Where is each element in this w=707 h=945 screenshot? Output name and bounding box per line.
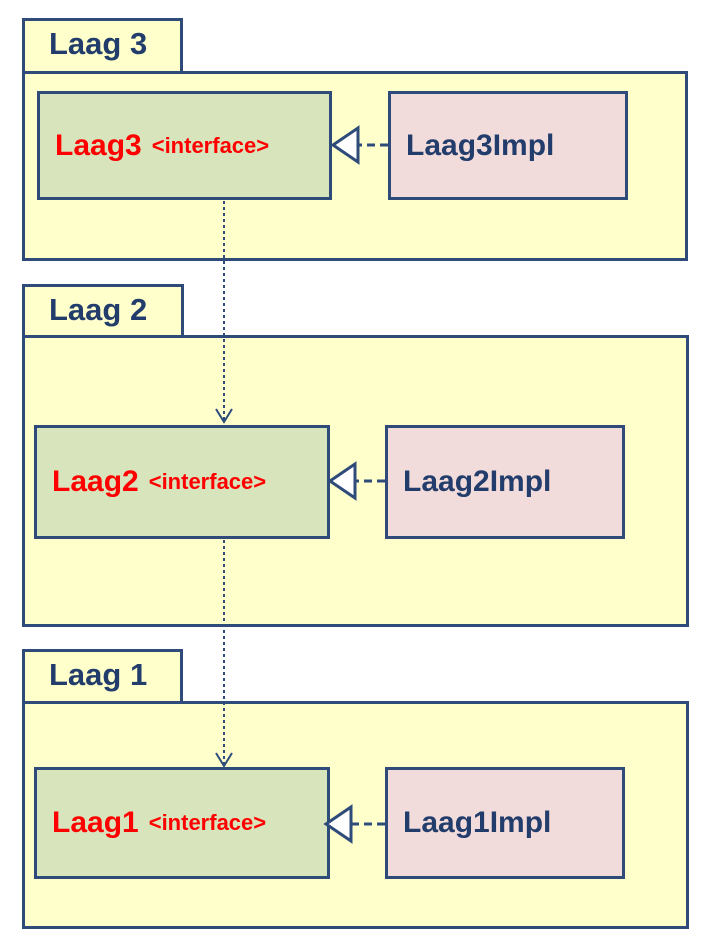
package-tab-laag-1: Laag 1 bbox=[22, 649, 183, 706]
impl-box-laag1impl: Laag1Impl bbox=[385, 767, 625, 879]
impl-name: Laag2Impl bbox=[403, 465, 552, 498]
package-tab-laag-2: Laag 2 bbox=[22, 284, 184, 340]
interface-name: Laag1 bbox=[52, 806, 139, 839]
impl-name: Laag1Impl bbox=[403, 806, 552, 839]
impl-box-laag2impl: Laag2Impl bbox=[385, 425, 625, 539]
interface-stereotype: <interface> bbox=[148, 469, 267, 494]
interface-name: Laag2 bbox=[52, 465, 139, 498]
impl-box-laag3impl: Laag3Impl bbox=[388, 91, 628, 200]
realization-arrow-laag1 bbox=[323, 804, 385, 844]
interface-name: Laag3 bbox=[55, 128, 142, 162]
interface-box-laag1: Laag1 <interface> bbox=[34, 767, 330, 879]
dependency-arrow-laag3-to-laag2 bbox=[215, 201, 233, 424]
realization-arrow-laag2 bbox=[327, 461, 385, 501]
interface-box-laag2: Laag2 <interface> bbox=[34, 425, 330, 539]
realization-arrow-laag3 bbox=[330, 125, 388, 165]
impl-name: Laag3Impl bbox=[406, 128, 555, 162]
dependency-arrow-laag2-to-laag1 bbox=[215, 540, 233, 768]
package-tab-laag-3: Laag 3 bbox=[22, 18, 183, 75]
interface-box-laag3: Laag3 <interface> bbox=[37, 91, 332, 200]
interface-stereotype: <interface> bbox=[151, 132, 270, 158]
interface-stereotype: <interface> bbox=[148, 810, 267, 835]
